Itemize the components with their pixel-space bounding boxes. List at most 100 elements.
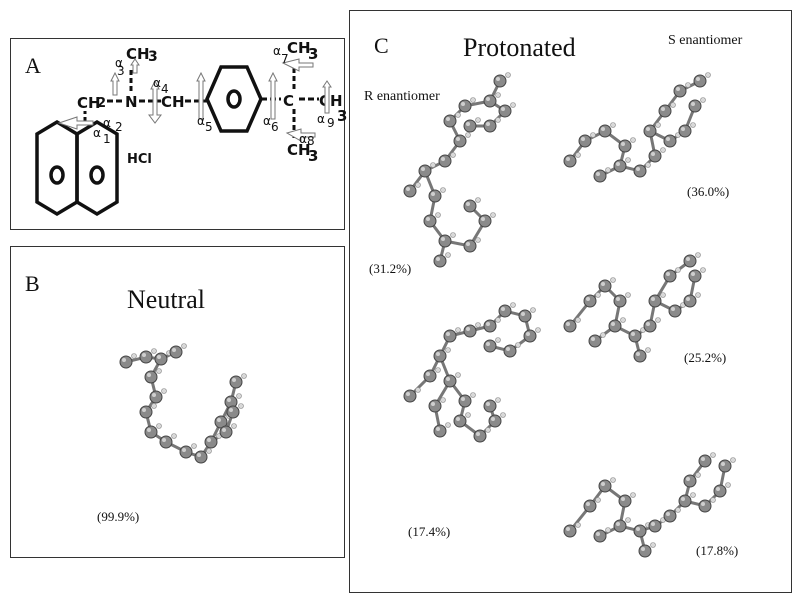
hydrogen-atom	[710, 497, 716, 503]
atom-highlight	[586, 502, 590, 506]
alpha-6-index: 6	[271, 120, 279, 134]
atom-highlight	[691, 102, 695, 106]
hydrogen-atom	[445, 347, 451, 353]
hydrogen-atom	[630, 137, 636, 143]
atom-highlight	[586, 297, 590, 301]
carbon-atom	[144, 425, 158, 439]
hydrogen-atom	[440, 187, 446, 193]
atom-highlight	[227, 398, 231, 402]
ring-circle-left	[49, 165, 65, 185]
panel-c-protonated: C Protonated S enantiomer R enantiomer (…	[349, 10, 792, 593]
carbon-atom	[226, 405, 240, 419]
atom-highlight	[721, 462, 725, 466]
atom-highlight	[646, 127, 650, 131]
carbon-atom	[648, 294, 662, 308]
hydrogen-atom	[610, 477, 616, 483]
hydrogen-atom	[500, 412, 506, 418]
atom-highlight	[486, 322, 490, 326]
atom-highlight	[666, 137, 670, 141]
hydrogen-atom	[495, 397, 501, 403]
atom-highlight	[431, 192, 435, 196]
hydrogen-atom	[495, 117, 501, 123]
atom-highlight	[406, 392, 410, 396]
carbon-atom	[618, 139, 632, 153]
hydrogen-atom	[605, 167, 611, 173]
molecule-neutral	[119, 343, 247, 464]
hydrogen-atom	[695, 292, 701, 298]
carbon-atom	[463, 119, 477, 133]
hydrogen-atom	[475, 117, 481, 123]
carbon-atom	[428, 189, 442, 203]
hydrogen-atom	[161, 388, 167, 394]
alpha-9-index: 9	[327, 116, 335, 130]
carbon-atom	[583, 499, 597, 513]
atom-highlight	[446, 377, 450, 381]
atom-highlight	[651, 522, 655, 526]
carbon-atom	[458, 99, 472, 113]
carbon-atom	[428, 399, 442, 413]
alpha-4-symbol: α	[153, 76, 161, 90]
carbon-atom	[688, 269, 702, 283]
rotation-arrow-1	[57, 116, 94, 130]
carbon-atom	[578, 134, 592, 148]
atom-highlight	[446, 117, 450, 121]
alpha-5-symbol: α	[197, 114, 205, 128]
carbon-atom	[698, 499, 712, 513]
hydrogen-atom	[625, 157, 631, 163]
atom-highlight	[631, 332, 635, 336]
hydrogen-atom	[475, 322, 481, 328]
hydrogen-atom	[445, 252, 451, 258]
atom-highlight	[716, 487, 720, 491]
hydrogen-atom	[675, 507, 681, 513]
carbon-atom	[483, 94, 497, 108]
hydrogen-atom	[530, 307, 536, 313]
hydrogen-atom	[470, 392, 476, 398]
alpha-2-index: 2	[115, 120, 123, 134]
carbon-atom	[194, 450, 208, 464]
carbon-atom	[179, 445, 193, 459]
atom-highlight	[217, 418, 221, 422]
carbon-atom	[458, 394, 472, 408]
carbon-atom	[598, 124, 612, 138]
hydrogen-atom	[515, 342, 521, 348]
atom-highlight	[441, 237, 445, 241]
carbon-atom	[588, 334, 602, 348]
atom-highlight	[466, 122, 470, 126]
carbon-atom	[443, 114, 457, 128]
hydrogen-atom	[620, 317, 626, 323]
carbon-atom	[483, 319, 497, 333]
atom-highlight	[162, 438, 166, 442]
carbon-atom	[628, 329, 642, 343]
rotation-arrow-8	[285, 128, 316, 142]
hydrogen-atom	[690, 492, 696, 498]
carbon-atom	[478, 214, 492, 228]
panel-b-title: Neutral	[127, 285, 205, 314]
alpha-7-index: 7	[281, 52, 289, 66]
atom-highlight	[486, 122, 490, 126]
carbon-atom	[663, 134, 677, 148]
carbon-atom	[693, 74, 707, 88]
hydrogen-atom	[710, 452, 716, 458]
atom-highlight	[182, 448, 186, 452]
carbon-atom	[633, 524, 647, 538]
carbon-atom	[219, 425, 233, 439]
atom-highlight	[636, 527, 640, 531]
atom-highlight	[147, 373, 151, 377]
hydrogen-atom	[595, 292, 601, 298]
atom-highlight	[646, 322, 650, 326]
atom-highlight	[666, 512, 670, 516]
molecule-neutral-graphic	[119, 343, 247, 464]
hydrogen-atom	[475, 237, 481, 243]
carbon-atom	[403, 184, 417, 198]
s-conformer-3-percentage: (17.8%)	[696, 543, 739, 558]
atom-highlight	[616, 297, 620, 301]
hydrogen-atom	[445, 422, 451, 428]
atom-highlight	[441, 157, 445, 161]
hydrogen-atom	[495, 337, 501, 343]
panel-a-label: A	[25, 53, 41, 78]
atom-highlight	[566, 322, 570, 326]
atom-highlight	[616, 162, 620, 166]
atom-highlight	[501, 107, 505, 111]
atom-highlight	[406, 187, 410, 191]
alpha-7-symbol: α	[273, 44, 281, 58]
